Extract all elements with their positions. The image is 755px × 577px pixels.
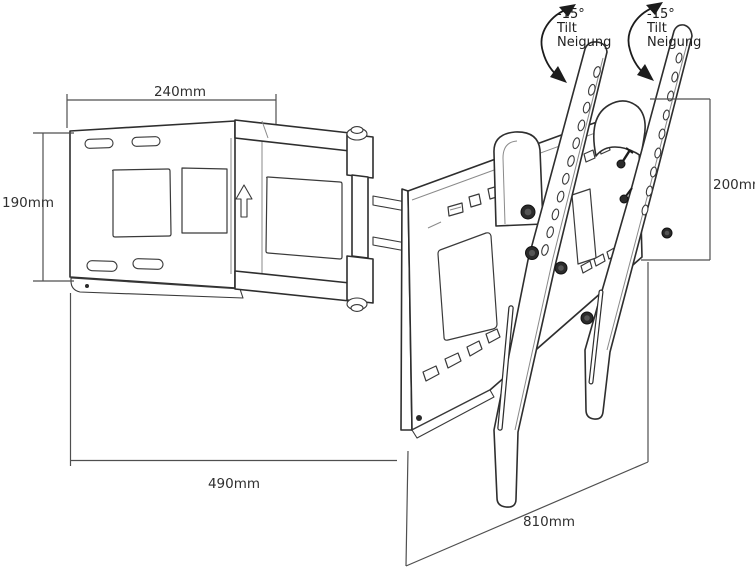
right-rail: [584, 24, 693, 420]
wall-plate: [69, 120, 263, 299]
wing-screw: [616, 147, 634, 169]
hinge-bolt-top: [346, 126, 368, 141]
left-rail: [493, 41, 608, 508]
hinge-bolt-bottom: [346, 297, 368, 312]
dimension-label-810mm: 810mm: [523, 514, 575, 530]
tilt-angle-label: -15°: [647, 7, 675, 22]
adjustment-knob: [520, 204, 536, 220]
dimension-wall-plate-width: 240mm: [66, 84, 277, 128]
hinge: [346, 126, 374, 312]
arm-opening: [265, 176, 343, 260]
arm-head-bracket: [493, 131, 544, 227]
dimension-label-200mm: 200mm: [713, 177, 755, 193]
tilt-word-de: Neigung: [647, 35, 701, 50]
wing-screw: [619, 187, 633, 204]
tilt-word-en: Tilt: [556, 21, 577, 36]
tv-plate-opening: [437, 232, 498, 341]
dimension-bracket-height: 200mm: [641, 98, 755, 261]
dimension-wall-plate-height: 190mm: [2, 132, 74, 282]
tilt-word-de: Neigung: [557, 35, 611, 50]
dimension-arm-reach: 490mm: [69, 293, 397, 492]
tilt-arrow-right-icon: [627, 2, 663, 81]
adjustment-knobs: [520, 147, 673, 325]
arm-link: [234, 119, 351, 302]
top-hook-bracket: [593, 100, 646, 157]
dimension-label-190mm: 190mm: [2, 195, 54, 211]
up-arrow-icon: [235, 184, 253, 218]
wall-plate-opening-2: [181, 167, 228, 234]
dimension-label-490mm: 490mm: [208, 476, 260, 492]
tilt-word-en: Tilt: [646, 21, 667, 36]
wall-plate-opening: [112, 168, 172, 238]
adjustment-knob: [525, 246, 539, 260]
adjustment-knob: [554, 261, 568, 275]
tilt-annotation-left: -15° Tilt Neigung: [540, 4, 611, 83]
adjustment-knob: [580, 311, 594, 325]
tilt-arrow-left-icon: [540, 4, 576, 83]
right-rail-slots: [641, 52, 683, 216]
tilt-annotation-right: -15° Tilt Neigung: [627, 2, 701, 81]
dimension-overall-width: 810mm: [405, 262, 649, 567]
dimension-label-240mm: 240mm: [154, 84, 206, 100]
left-rail-slots: [541, 66, 601, 256]
tilt-angle-label: -15°: [557, 7, 585, 22]
adjustment-knob: [661, 227, 673, 239]
wall-plate-slots: [84, 136, 164, 272]
